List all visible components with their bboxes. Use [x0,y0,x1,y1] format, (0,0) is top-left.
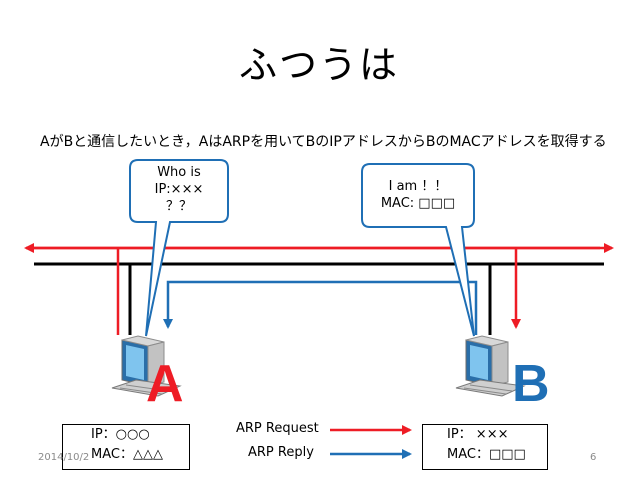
computer-b-icon [455,335,526,397]
host-a-address-box: IP：○○○ MAC：△△△ [62,424,190,470]
page-number: 6 [590,452,597,463]
host-a-ip: IP：○○○ [91,427,150,442]
host-b-mac: MAC：□□□ [447,447,526,462]
slide-date: 2014/10/2 [38,452,90,463]
reply-bubble-text: I am ！！ MAC: □□□ [362,178,474,212]
lan-bus [34,262,604,335]
host-b-ip: IP： ××× [447,427,509,442]
host-a-label: A [146,355,184,413]
request-bubble-text: Who is IP:××× ？？ [130,164,228,215]
reply-line-2: MAC: □□□ [380,196,456,211]
reply-speech-bubble [361,163,475,337]
slide-subtitle: AがBと通信したいとき，AはARPを用いてBのIPアドレスからBのMACアドレス… [40,134,607,150]
slide-title: ふつうは [238,43,399,87]
legend-reply-label: ARP Reply [248,445,314,460]
request-line-1: Who is [157,165,201,180]
request-line-2: IP:××× [154,182,204,197]
request-line-3: ？？ [165,199,192,214]
host-a-mac: MAC：△△△ [91,447,163,462]
host-b-label: B [512,355,550,413]
reply-line-1: I am ！！ [388,179,448,194]
arp-reply-path [163,280,478,335]
legend-request-label: ARP Request [236,421,319,436]
arp-request-broadcast [24,243,614,335]
host-b-address-box: IP： ××× MAC：□□□ [422,424,548,470]
computer-a-icon [111,335,182,397]
request-speech-bubble [129,159,229,337]
